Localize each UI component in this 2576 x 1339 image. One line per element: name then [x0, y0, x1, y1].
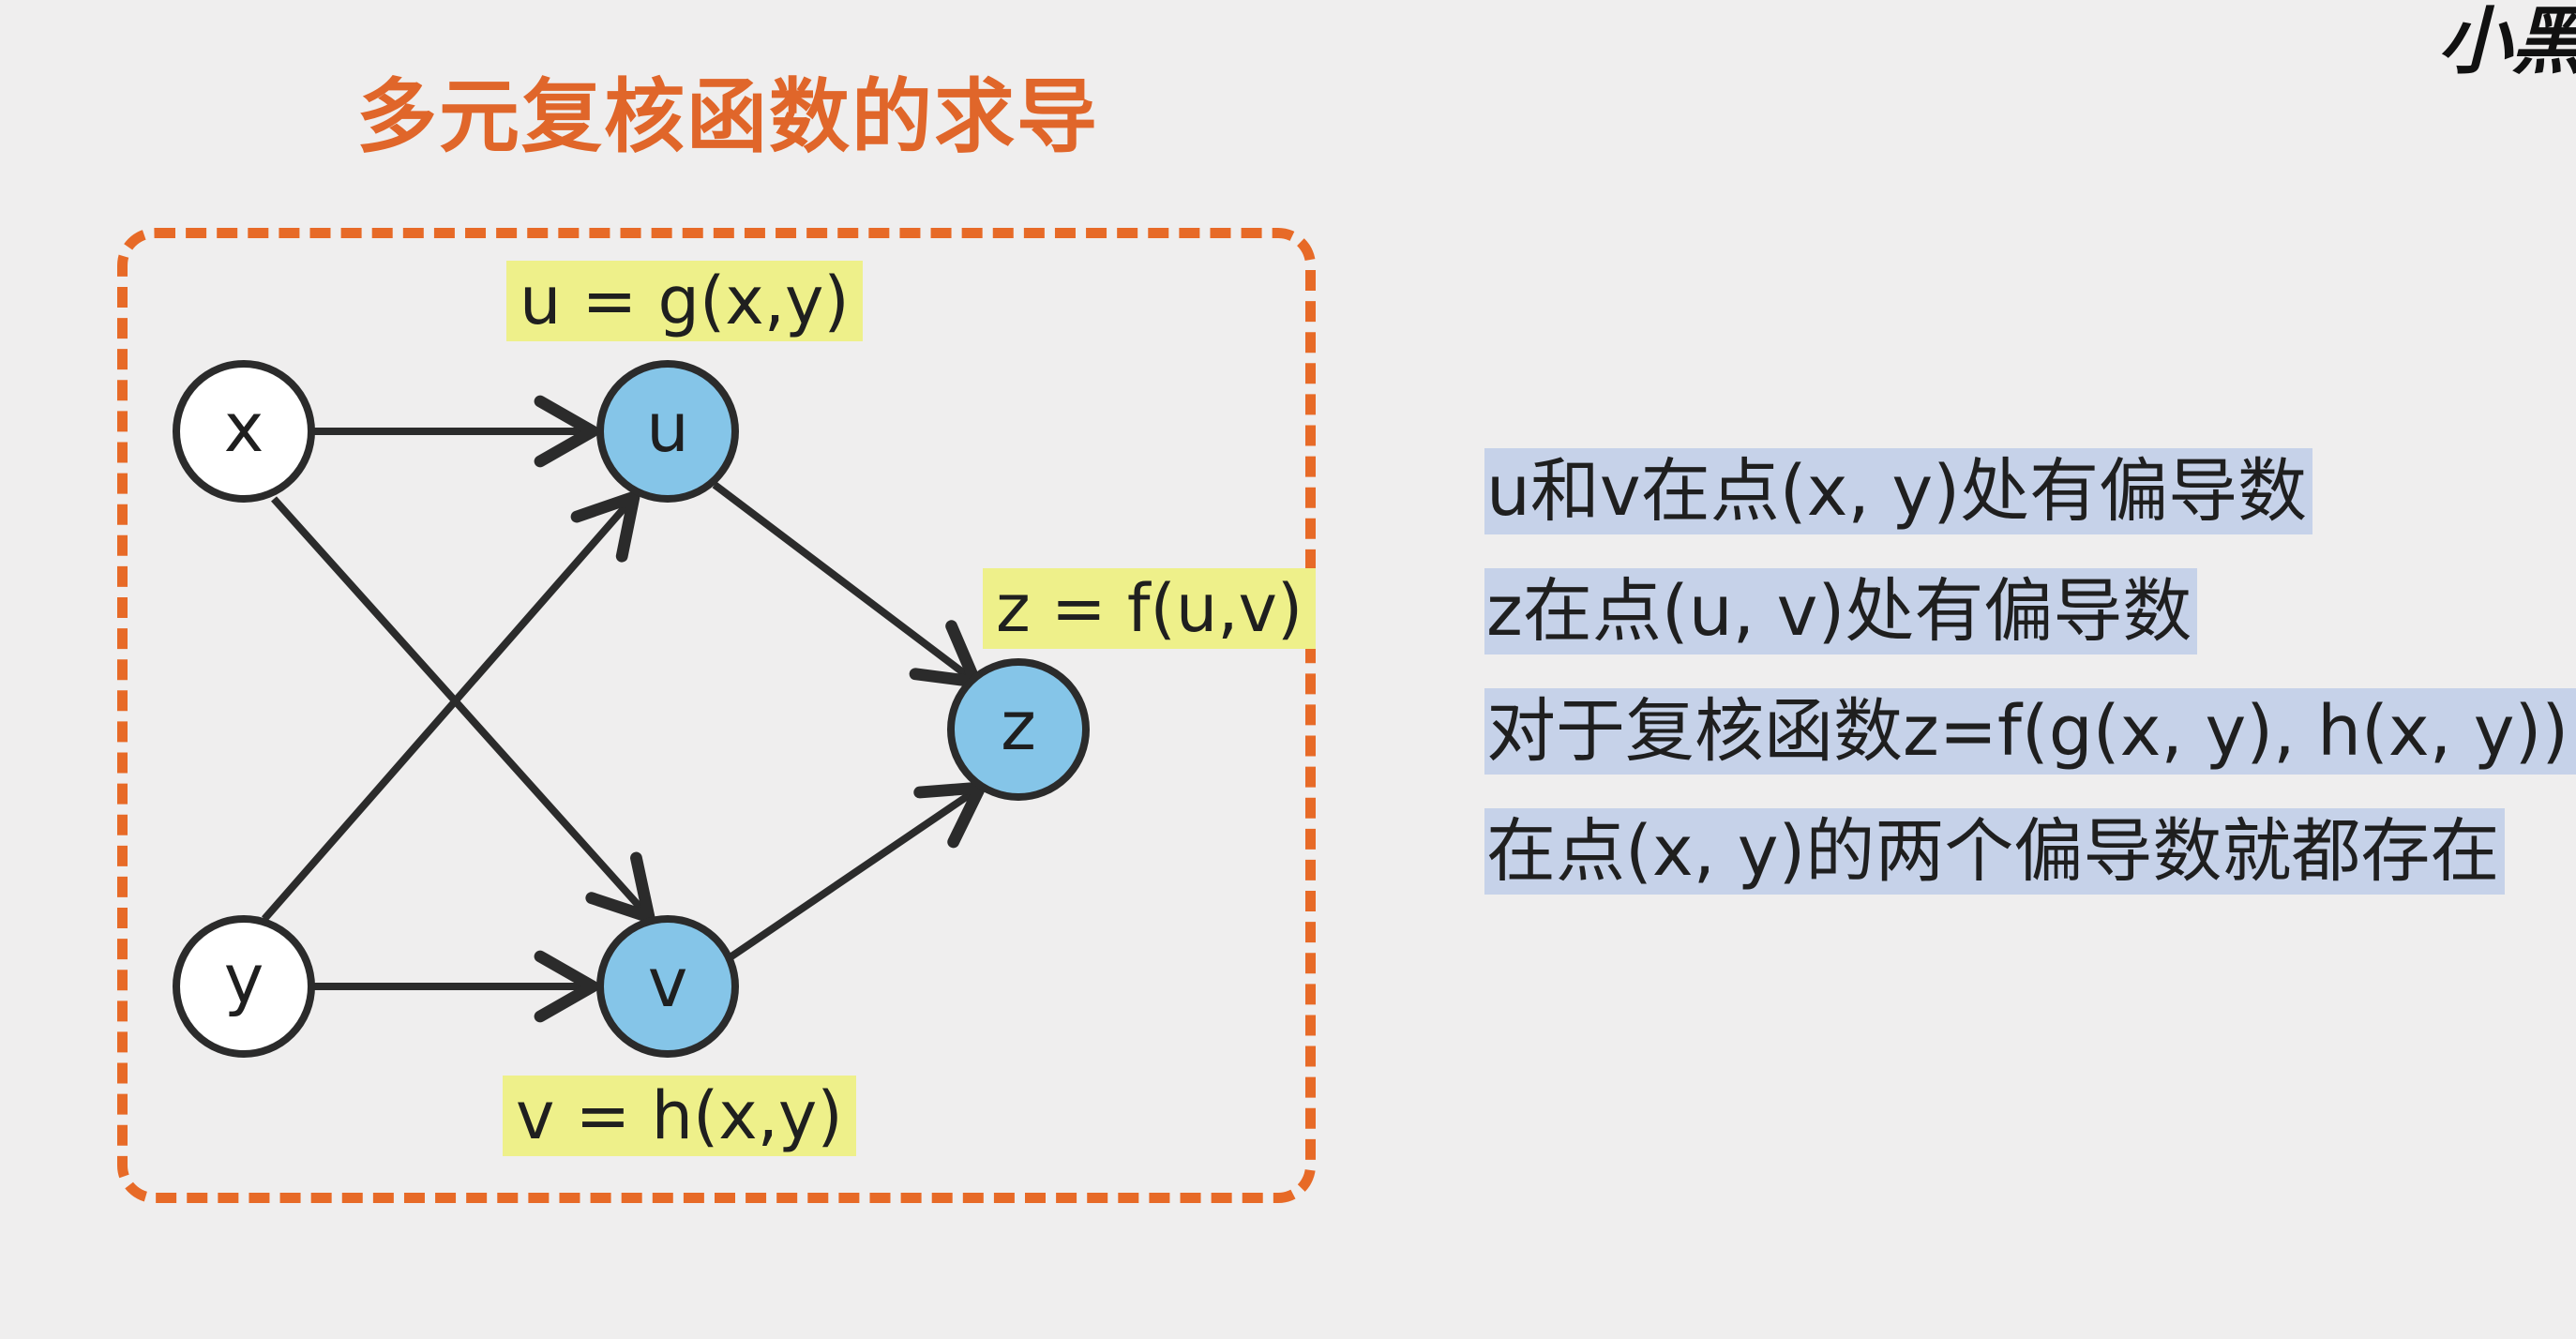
- label-v-definition: v = h(x,y): [503, 1076, 856, 1156]
- brand-logo-text: 小黑: [2438, 0, 2576, 84]
- node-u-label: u: [646, 388, 689, 467]
- explanation-line-4-text: 在点(x, y)的两个偏导数就都存在: [1484, 808, 2506, 895]
- explanation-line-3-text: 对于复核函数z=f(g(x, y), h(x, y)):: [1484, 688, 2576, 775]
- brand-logo: 小黑: [2438, 0, 2576, 84]
- node-z-label: z: [1001, 686, 1036, 765]
- node-v-label: v: [648, 943, 688, 1022]
- node-x-label: x: [224, 388, 264, 467]
- slide-title: 多元复核函数的求导: [356, 70, 1099, 164]
- node-z: z: [947, 658, 1090, 801]
- explanation-line-2: z在点(u, v)处有偏导数: [1484, 568, 2576, 654]
- node-u: u: [596, 360, 739, 503]
- label-u-definition: u = g(x,y): [506, 261, 863, 341]
- explanation-text: u和v在点(x, y)处有偏导数 z在点(u, v)处有偏导数 对于复核函数z=…: [1484, 448, 2576, 928]
- edge-x-v: [271, 496, 655, 924]
- node-y-label: y: [224, 940, 264, 1018]
- diagram-frame: [117, 228, 1316, 1203]
- node-y: y: [173, 915, 315, 1058]
- explanation-line-2-text: z在点(u, v)处有偏导数: [1484, 568, 2198, 654]
- edge-v-z: [729, 781, 987, 960]
- explanation-line-3: 对于复核函数z=f(g(x, y), h(x, y)):: [1484, 688, 2576, 775]
- edge-y-u: [261, 490, 640, 922]
- explanation-line-4: 在点(x, y)的两个偏导数就都存在: [1484, 808, 2576, 895]
- node-v: v: [596, 915, 739, 1058]
- explanation-line-1-text: u和v在点(x, y)处有偏导数: [1484, 448, 2313, 534]
- edge-u-z: [712, 481, 982, 688]
- node-x: x: [173, 360, 315, 503]
- label-z-definition: z = f(u,v): [983, 568, 1317, 649]
- explanation-line-1: u和v在点(x, y)处有偏导数: [1484, 448, 2576, 534]
